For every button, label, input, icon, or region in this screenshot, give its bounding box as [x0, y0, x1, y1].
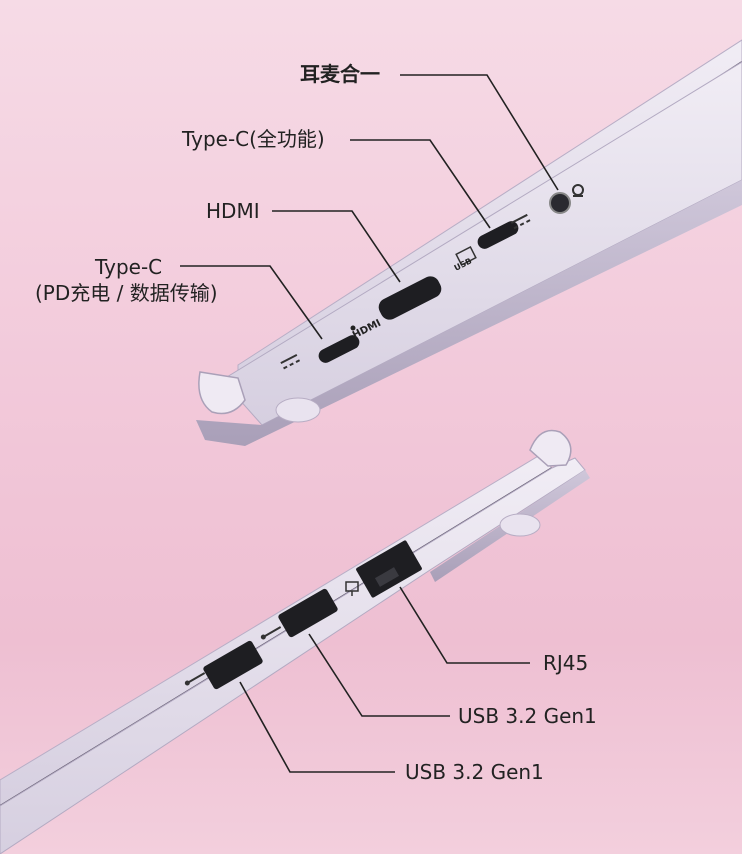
label-typec-full: Type-C(全功能) [182, 127, 325, 151]
dc-power-icon [510, 213, 531, 230]
hinge [198, 371, 246, 415]
callout-usb-a [308, 633, 450, 717]
label-usb-a: USB 3.2 Gen1 [458, 704, 597, 728]
status-led [350, 325, 356, 331]
typec-pd-port [318, 335, 360, 363]
callout-headphone [400, 74, 559, 191]
label-headphone: 耳麦合一 [300, 62, 380, 86]
label-typec-pd-desc: (PD充电 / 数据传输) [35, 281, 218, 305]
dc-power-icon [280, 354, 301, 370]
callout-usb-b [239, 681, 395, 773]
typec-full-port [477, 221, 519, 249]
label-hdmi: HDMI [206, 199, 260, 223]
label-usb-b: USB 3.2 Gen1 [405, 760, 544, 784]
laptop-left-side [196, 39, 742, 446]
usb-a-port-left [203, 640, 263, 690]
hinge [529, 429, 572, 467]
foot [499, 513, 541, 537]
callout-typec-full [350, 139, 491, 229]
foot [275, 397, 321, 423]
network-icon [345, 581, 359, 596]
callout-rj45 [399, 586, 530, 664]
callout-typec-pd [180, 265, 323, 340]
callout-lines [180, 74, 559, 773]
usb-icon [184, 672, 206, 686]
laptop-right-side [0, 429, 590, 854]
callout-hdmi [272, 210, 401, 283]
headset-icon [572, 184, 584, 197]
usbc-logo-mark [455, 246, 477, 266]
hdmi-port [378, 276, 442, 320]
audio-jack [549, 192, 571, 214]
label-typec-pd: Type-C [95, 255, 163, 279]
rj45-port [356, 540, 422, 598]
laptop-base [0, 457, 586, 854]
usb-icon [260, 626, 282, 640]
usb-a-port-right [278, 588, 338, 638]
label-rj45: RJ45 [543, 651, 589, 675]
